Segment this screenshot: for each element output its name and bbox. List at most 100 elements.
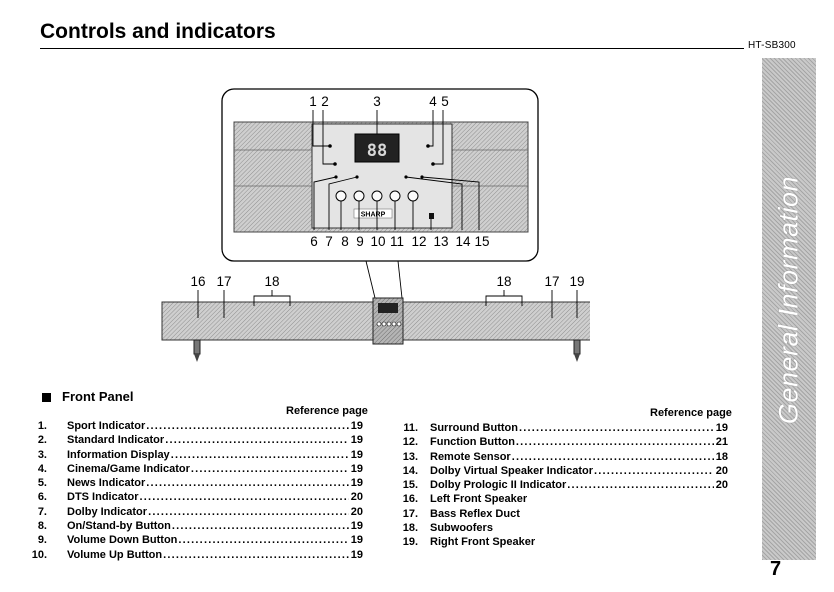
item-number: 3. <box>37 448 47 461</box>
list-item: 17. Bass Reflex Duct <box>396 507 728 521</box>
item-list-right: 11. Surround Button......................… <box>396 421 728 550</box>
list-item: 7.Dolby Indicator.......................… <box>20 505 363 519</box>
item-label: Dolby Indicator <box>67 505 148 518</box>
item-number: 4. <box>37 462 47 475</box>
callout-5: 5 <box>441 94 449 109</box>
item-reference-page: 19 <box>350 420 363 432</box>
dot-leader: ........................................… <box>178 534 349 547</box>
item-label: News Indicator <box>67 477 146 490</box>
callouts-bottom: 6 7 8 9 10 11 12 13 14 15 <box>310 234 489 249</box>
item-reference-page: 19 <box>350 434 363 447</box>
zoom-connector-right <box>397 260 403 299</box>
callout-7: 7 <box>325 234 333 249</box>
list-item: 9. Volume Down Button....................… <box>20 533 363 547</box>
item-label: Bass Reflex Duct <box>430 507 520 520</box>
item-reference-page: 19 <box>350 520 363 533</box>
dot-leader: ........................................… <box>146 477 349 490</box>
list-item: 14.Dolby Virtual Speaker Indicator......… <box>396 464 728 478</box>
item-number: 10. <box>31 548 47 561</box>
item-reference-page: 20 <box>350 505 363 518</box>
item-label: Dolby Virtual Speaker Indicator <box>430 464 594 477</box>
callout-3: 3 <box>373 94 381 109</box>
item-number: 19. <box>402 536 418 549</box>
dot-leader: ........................................… <box>567 479 713 492</box>
list-item: 10.Volume Up Button.....................… <box>20 548 363 562</box>
item-reference-page: 19 <box>715 422 728 434</box>
item-reference-page: 20 <box>715 479 728 492</box>
item-label: Surround Button <box>430 422 518 434</box>
list-item: 6.DTS Indicator.........................… <box>20 490 363 504</box>
item-label: Sport Indicator <box>67 420 146 432</box>
item-number: 7. <box>37 505 47 518</box>
item-reference-page: 19 <box>350 448 363 461</box>
section-side-tab <box>762 58 816 560</box>
list-item: 1.Sport Indicator.......................… <box>20 419 363 433</box>
item-number: 16. <box>402 493 418 506</box>
model-number: HT-SB300 <box>748 40 796 51</box>
item-reference-page: 20 <box>350 491 363 504</box>
item-number: 18. <box>402 522 418 535</box>
brand-logo: SHARP <box>361 212 386 219</box>
callout-10: 10 <box>370 234 385 249</box>
bar-leader-lines <box>197 290 578 318</box>
display-digits: 88 <box>367 141 387 161</box>
item-number: 11. <box>403 422 418 434</box>
callouts-bar: 16 17 18 18 17 19 <box>190 274 584 289</box>
item-reference-page: 19 <box>350 534 363 547</box>
item-label: Right Front Speaker <box>430 536 536 549</box>
item-label: Volume Down Button <box>67 534 178 547</box>
callout-15: 15 <box>474 234 489 249</box>
item-number: 8. <box>37 520 47 533</box>
remote-sensor <box>429 213 434 219</box>
item-number: 5. <box>37 477 47 490</box>
list-item: 3.Information Display...................… <box>20 448 363 462</box>
dot-leader: ........................................… <box>190 462 349 475</box>
right-foot <box>573 339 581 355</box>
item-number: 2. <box>37 434 47 447</box>
left-foot <box>193 339 201 355</box>
section-side-tab-label: General Information <box>773 175 804 425</box>
dot-leader: ........................................… <box>170 448 349 461</box>
item-label: Cinema/Game Indicator <box>67 462 190 475</box>
item-label: Function Button <box>430 436 515 449</box>
item-reference-page: 19 <box>350 548 363 561</box>
callout-9: 9 <box>356 234 364 249</box>
list-item: 16. Left Front Speaker <box>396 492 728 506</box>
dot-leader: ........................................… <box>511 450 714 463</box>
volume-up-button <box>371 190 383 202</box>
title-rule <box>40 48 744 49</box>
item-list-left: 1.Sport Indicator.......................… <box>20 419 363 562</box>
item-number: 12. <box>402 436 418 449</box>
information-display <box>354 133 400 163</box>
page-title: Controls and indicators <box>40 20 276 43</box>
item-label: Left Front Speaker <box>430 493 528 506</box>
callout-18-left: 18 <box>264 274 279 289</box>
dot-leader: ........................................… <box>165 434 349 447</box>
list-item: 19. Right Front Speaker <box>396 535 728 549</box>
list-item: 13. Remote Sensor........................… <box>396 450 728 464</box>
list-item: 4. Cinema/Game Indicator.................… <box>20 462 363 476</box>
item-number: 15. <box>402 479 418 492</box>
item-label: On/Stand-by Button <box>67 520 171 533</box>
list-item: 11.Surround Button......................… <box>396 421 728 435</box>
callout-17-right: 17 <box>544 274 559 289</box>
item-label: Dolby Prologic II Indicator <box>430 479 567 492</box>
callout-1: 1 <box>309 94 317 109</box>
callout-19: 19 <box>569 274 584 289</box>
item-number: 6. <box>37 491 47 504</box>
item-label: Standard Indicator <box>67 434 165 447</box>
item-number: 9. <box>37 534 47 547</box>
item-number: 17. <box>402 507 418 520</box>
callout-8: 8 <box>341 234 349 249</box>
list-item: 5. News Indicator........................… <box>20 476 363 490</box>
zoom-connector-left <box>365 260 376 299</box>
dot-leader: ........................................… <box>146 420 349 432</box>
function-button <box>407 190 419 202</box>
item-number: 13. <box>402 450 418 463</box>
dot-leader: ........................................… <box>139 491 349 504</box>
item-reference-page: 20 <box>715 464 728 477</box>
inset-leader-lines <box>312 110 480 230</box>
callouts-top: 1 2 3 4 5 <box>309 94 449 109</box>
item-reference-page: 21 <box>715 436 728 449</box>
item-label: Remote Sensor <box>430 450 511 463</box>
